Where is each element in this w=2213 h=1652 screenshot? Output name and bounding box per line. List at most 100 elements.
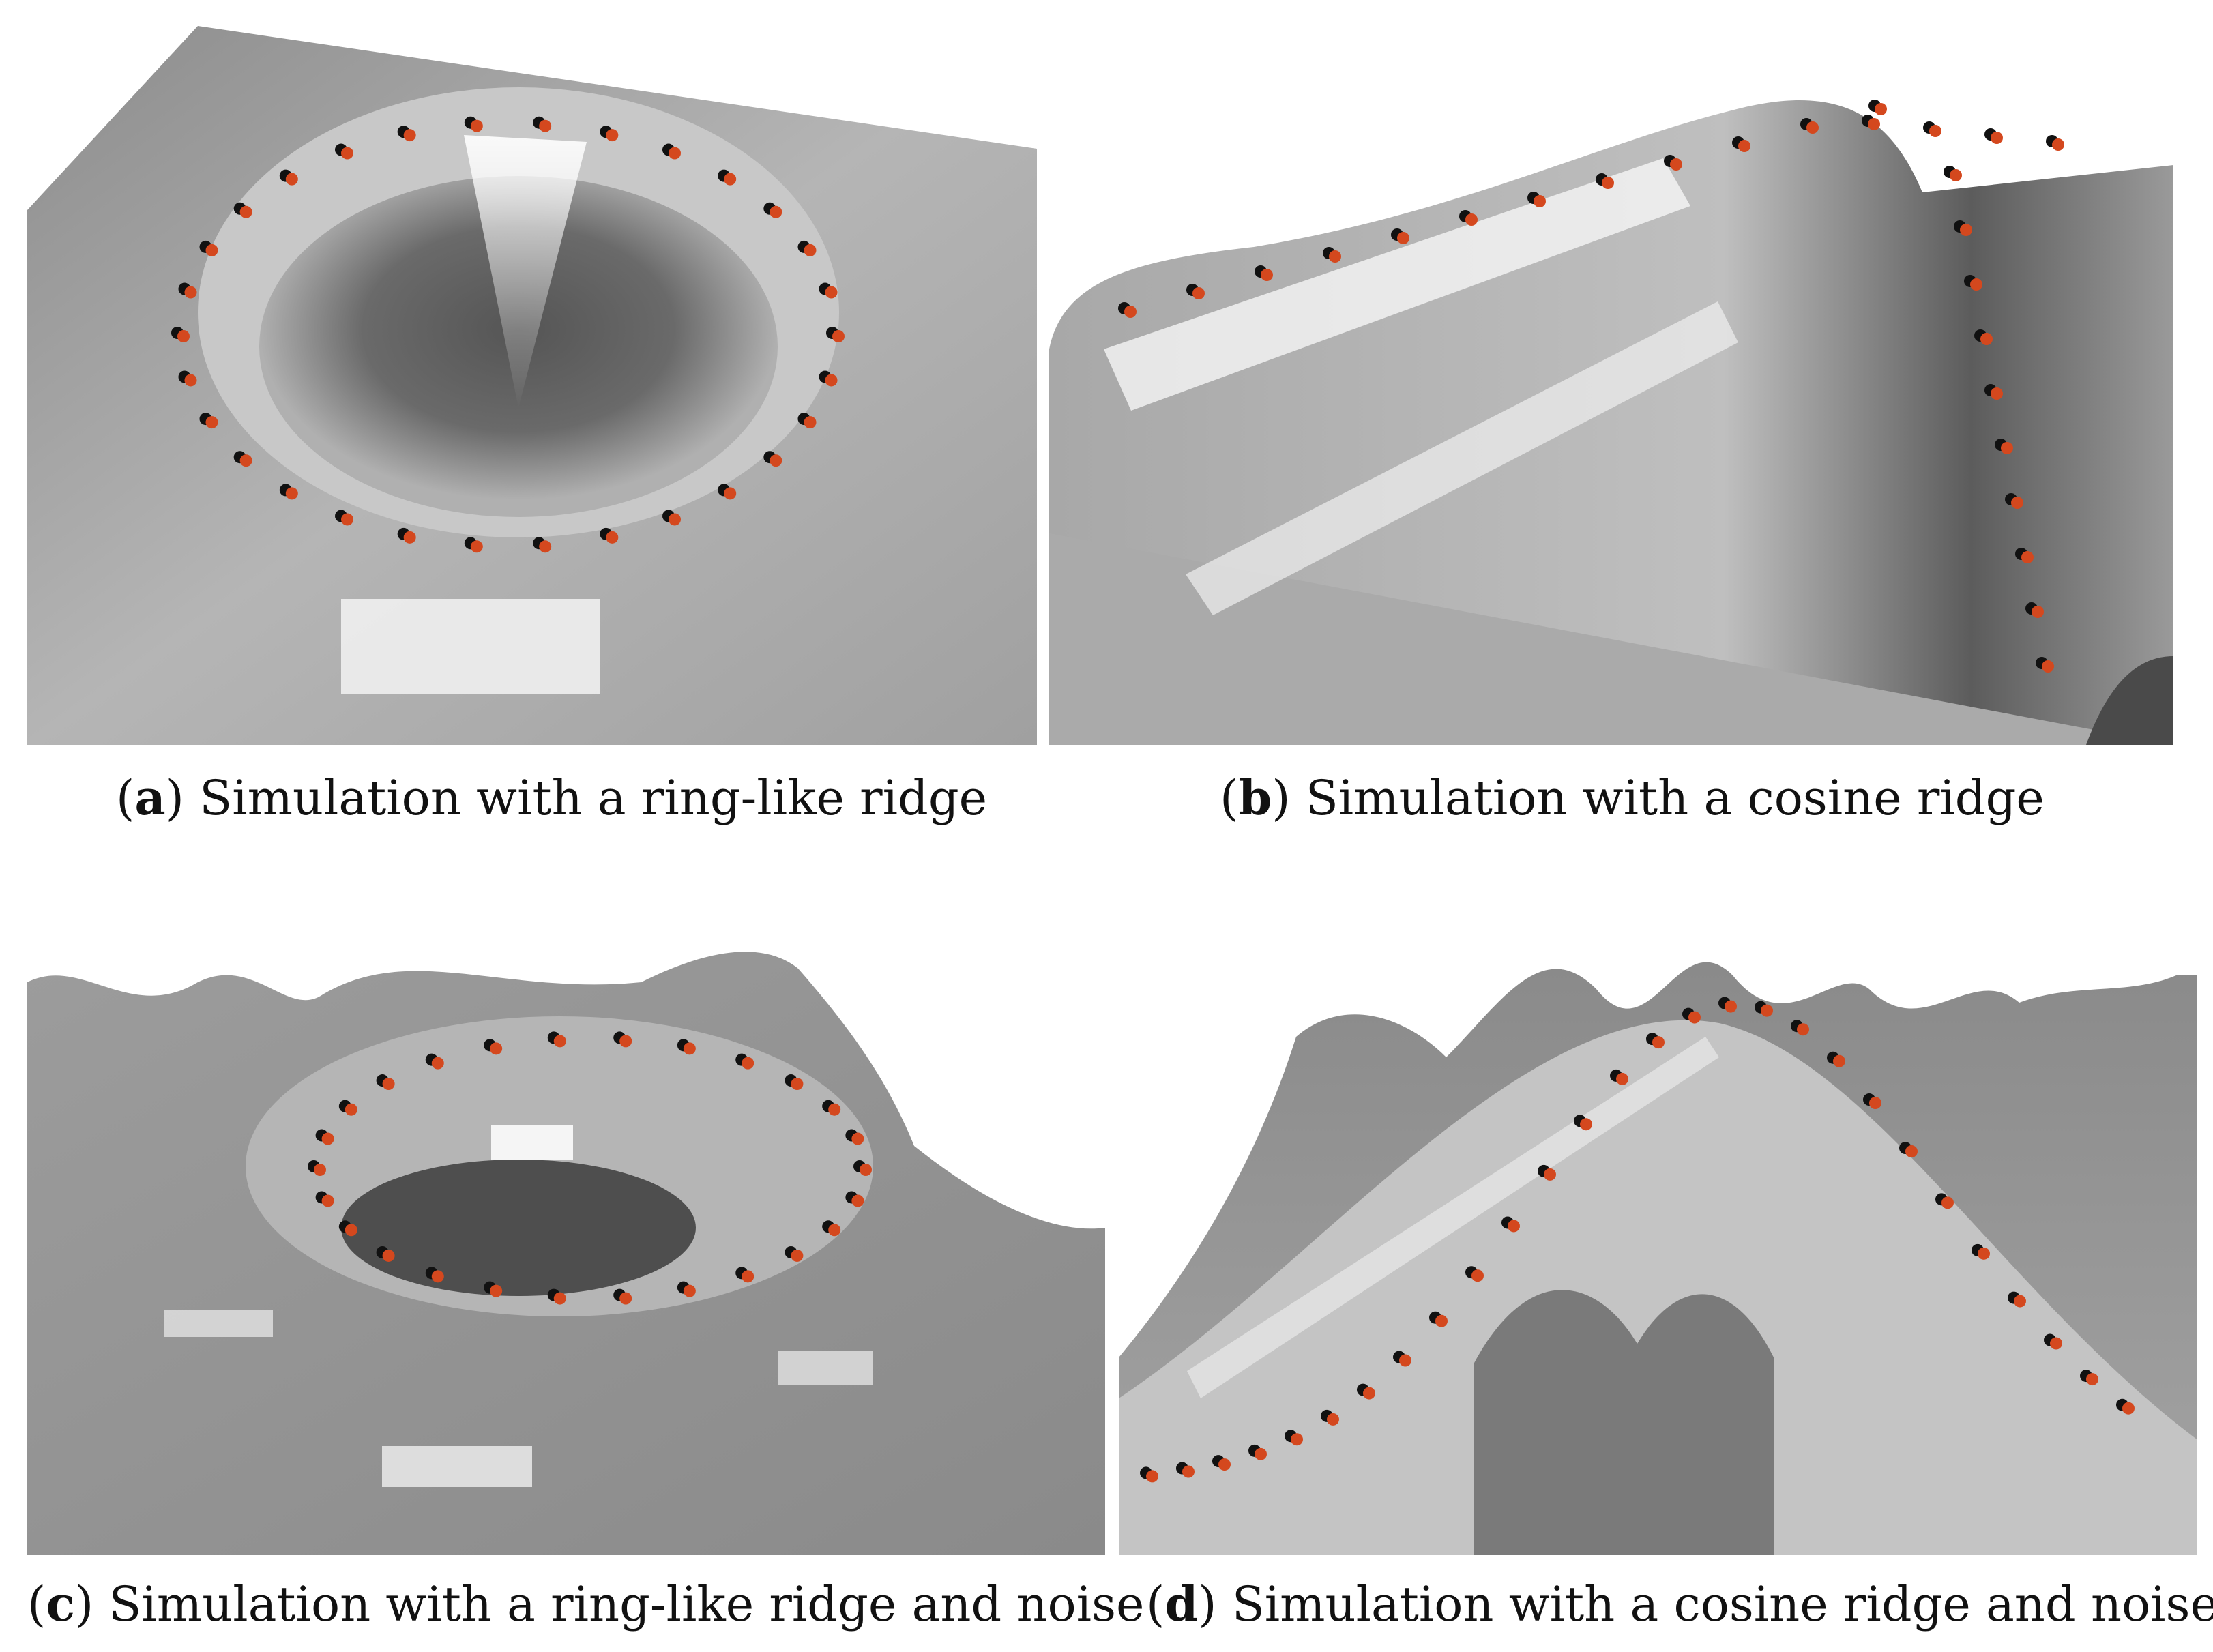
caption-a-text: Simulation with a ring-like ridge <box>199 770 988 826</box>
ridge-point-orange <box>828 1224 841 1237</box>
caption-d-letter: d <box>1164 1576 1199 1632</box>
ridge-point-orange <box>1738 140 1750 152</box>
ridge-point-orange <box>1941 1196 1954 1209</box>
ridge-point-orange <box>1218 1458 1231 1471</box>
ridge-point-orange <box>1291 1433 1303 1446</box>
caption-a: (a) Simulation with a ring-like ridge <box>116 769 988 826</box>
ridge-point-orange <box>2014 1295 2026 1308</box>
ridge-point-orange <box>1688 1011 1701 1024</box>
ridge-point-orange <box>431 1057 444 1070</box>
ridge-point-orange <box>1929 125 1941 137</box>
caption-a-letter: a <box>134 769 166 826</box>
ridge-points-c <box>308 1031 872 1305</box>
ridge-point-orange <box>382 1249 395 1262</box>
ridge-point-orange <box>2021 551 2034 563</box>
ridge-point-orange <box>239 454 252 467</box>
ridge-point-orange <box>724 173 737 186</box>
ridge-point-orange <box>2050 1337 2062 1350</box>
ridge-point-orange <box>205 244 218 256</box>
ridge-point-orange <box>382 1078 395 1091</box>
ridge-point-orange <box>1146 1470 1158 1483</box>
ridge-point-orange <box>2001 442 2013 454</box>
ridge-point-orange <box>345 1224 357 1237</box>
ridge-point-orange <box>1875 103 1887 115</box>
ridge-point-orange <box>832 330 845 342</box>
ridge-point-orange <box>2122 1402 2135 1415</box>
ridge-point-orange <box>1980 333 1993 345</box>
panel-d-image <box>1119 921 2197 1555</box>
ridge-point-orange <box>860 1164 872 1176</box>
ridge-point-orange <box>431 1270 444 1283</box>
ridge-point-orange <box>2011 497 2023 509</box>
ridge-point-orange <box>770 454 782 467</box>
panel-c-image <box>27 941 1105 1555</box>
ridge-point-orange <box>1255 1447 1267 1460</box>
ridge-point-orange <box>1670 158 1682 171</box>
ridge-point-orange <box>1970 278 1982 291</box>
ridge-point-orange <box>742 1270 754 1283</box>
ridge-point-orange <box>770 205 782 218</box>
ridge-point-orange <box>553 1035 566 1048</box>
ridge-point-orange <box>490 1284 503 1297</box>
ridge-point-orange <box>345 1103 357 1116</box>
caption-c-letter: c <box>46 1576 75 1632</box>
ridge-point-orange <box>1397 232 1409 244</box>
ridge-point-orange <box>791 1249 804 1262</box>
ridge-point-orange <box>539 540 552 553</box>
ridge-point-orange <box>619 1292 632 1305</box>
panel-a-image <box>27 26 1037 745</box>
ridge-point-orange <box>239 205 252 218</box>
ridge-point-orange <box>2052 138 2064 151</box>
ridge-point-orange <box>1950 169 1962 181</box>
ridge-point-orange <box>683 1284 696 1297</box>
ridge-point-orange <box>177 330 190 342</box>
ridge-point-orange <box>1363 1387 1375 1400</box>
ridge-point-orange <box>825 286 838 299</box>
ridge-point-orange <box>2086 1373 2098 1386</box>
ridge-point-orange <box>683 1042 696 1055</box>
ridge-point-orange <box>1833 1054 1845 1067</box>
ridge-points-a <box>171 116 845 553</box>
ridge-point-orange <box>606 129 619 142</box>
ridge-point-orange <box>1261 269 1273 281</box>
caption-d-text: Simulation with a cosine ridge and noise <box>1231 1576 2213 1632</box>
ridge-point-orange <box>1991 387 2003 400</box>
ridge-point-orange <box>1960 224 1972 236</box>
ridge-point-orange <box>341 513 353 526</box>
ridge-point-orange <box>669 513 681 526</box>
ridge-points-b <box>1118 100 2064 673</box>
ridge-point-orange <box>724 487 737 500</box>
ridge-point-orange <box>1534 195 1546 207</box>
ridge-point-orange <box>539 119 552 132</box>
ridge-point-orange <box>1868 118 1880 130</box>
ridge-point-orange <box>321 1194 334 1207</box>
ridge-point-orange <box>1869 1097 1881 1110</box>
ridge-point-orange <box>285 487 298 500</box>
ridge-point-orange <box>1905 1145 1918 1158</box>
ridge-point-orange <box>804 416 817 429</box>
ridge-point-orange <box>742 1057 754 1070</box>
ridge-point-orange <box>606 531 619 544</box>
ridge-point-orange <box>1471 1269 1484 1282</box>
ridge-point-orange <box>470 119 483 132</box>
ridge-point-orange <box>1991 132 2003 144</box>
ridge-point-orange <box>669 147 681 160</box>
panel-b-image <box>1049 56 2173 745</box>
ridge-point-orange <box>1806 121 1819 134</box>
ridge-point-orange <box>1544 1168 1556 1181</box>
ridge-point-orange <box>851 1194 864 1207</box>
ridge-point-orange <box>1508 1220 1520 1233</box>
ridge-point-orange <box>1978 1247 1990 1260</box>
ridge-point-orange <box>403 129 416 142</box>
ridge-point-orange <box>1329 250 1341 263</box>
ridge-point-orange <box>851 1132 864 1145</box>
caption-c: (c) Simulation with a ring-like ridge an… <box>27 1576 1145 1632</box>
ridge-point-orange <box>825 374 838 387</box>
ridge-point-orange <box>1580 1118 1592 1131</box>
ridge-point-orange <box>1652 1036 1665 1049</box>
ridge-point-orange <box>1616 1072 1628 1085</box>
ridge-point-orange <box>804 244 817 256</box>
ridge-point-orange <box>184 374 197 387</box>
ridge-point-orange <box>321 1132 334 1145</box>
ridge-point-orange <box>1725 1000 1737 1013</box>
